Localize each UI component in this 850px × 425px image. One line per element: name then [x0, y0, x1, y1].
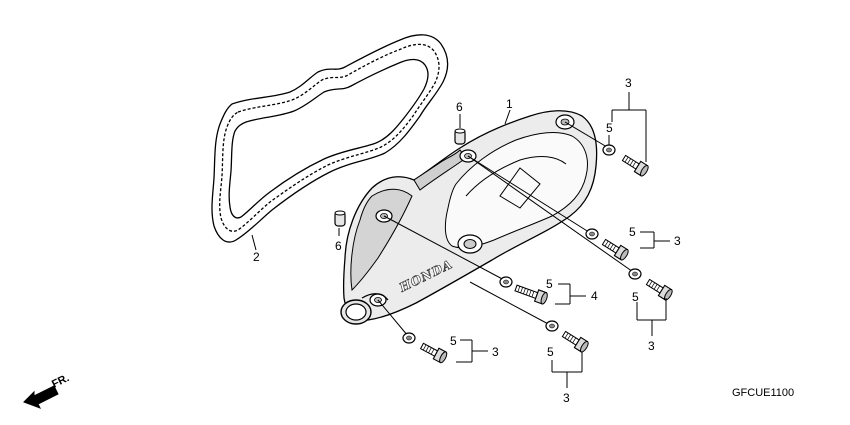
callout-dowel-left: 6: [335, 239, 342, 253]
callout-bolt-long: 4: [591, 289, 598, 303]
callout-dowel-top: 6: [456, 100, 463, 114]
callout-bolt-top: 3: [625, 76, 632, 90]
callout-washer-mid: 5: [546, 277, 553, 291]
bolt-long: [514, 284, 548, 305]
crankcase-cover: HONDA: [340, 110, 598, 325]
callout-washer-lower-left: 5: [450, 334, 457, 348]
callout-washer-mid-right: 5: [629, 225, 636, 239]
fastener-axis-lines: [377, 121, 637, 337]
front-label: FR.: [50, 372, 71, 391]
bolt-lower-left: [419, 342, 448, 364]
dowel-pin-left: [334, 210, 346, 227]
front-direction-arrow: FR.: [23, 372, 71, 409]
drawing-code: GFCUE1100: [732, 387, 794, 399]
callout-gasket: 2: [253, 250, 260, 264]
washer-right: [628, 268, 642, 280]
leader-lines: [251, 92, 670, 388]
callout-bolt-lower-left: 3: [492, 345, 499, 359]
callout-bolt-bottom: 3: [563, 391, 570, 405]
intake-duct: [340, 293, 389, 325]
dowel-pin-top: [454, 128, 466, 145]
bolt-top: [621, 154, 649, 177]
gasket: [211, 34, 449, 243]
callout-cover: 1: [506, 97, 513, 111]
callout-bolt-right: 3: [648, 339, 655, 353]
callout-washer-right: 5: [632, 290, 639, 304]
callout-bolt-mid-right: 3: [674, 234, 681, 248]
washer-bottom: [545, 320, 559, 332]
washer-mid-right: [585, 228, 599, 240]
washer-top: [602, 144, 616, 156]
callout-washer-top: 5: [606, 121, 613, 135]
callout-washer-bottom: 5: [547, 345, 554, 359]
washer-lower-left: [402, 332, 416, 344]
washer-mid: [499, 276, 513, 288]
bolt-right: [645, 278, 673, 301]
bolt-mid-right: [601, 238, 629, 261]
bolt-bottom: [561, 330, 589, 353]
